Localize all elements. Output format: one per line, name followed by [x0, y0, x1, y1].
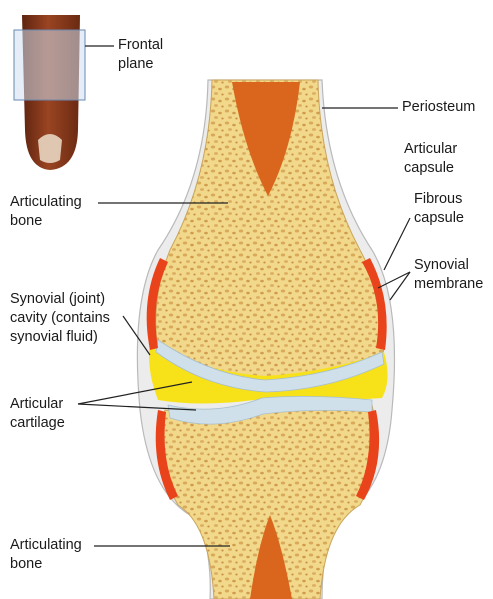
periosteum-label: Periosteum [402, 98, 475, 117]
joint-illustration [137, 80, 394, 599]
finger-illustration [14, 15, 85, 170]
frontal-plane-box [14, 30, 85, 100]
